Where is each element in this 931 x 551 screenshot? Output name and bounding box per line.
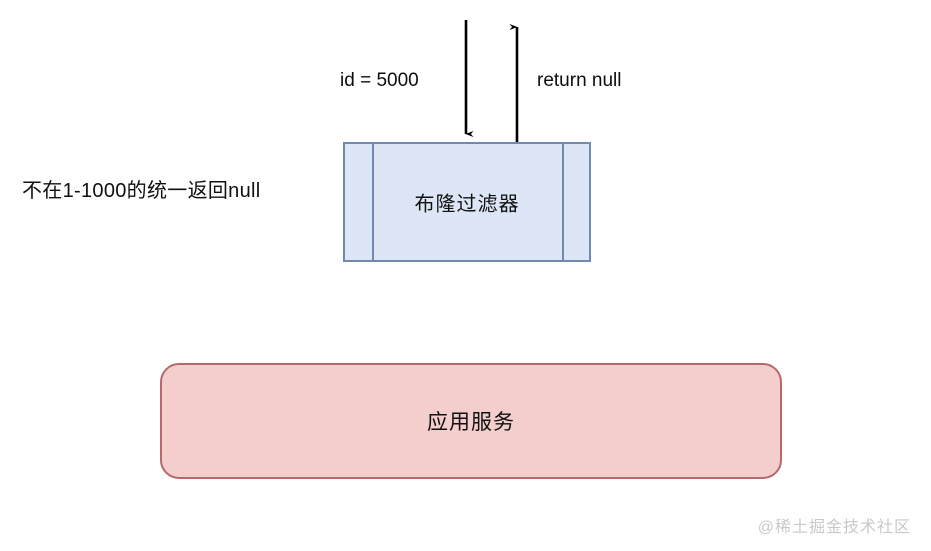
watermark: @稀土掘金技术社区 [757, 519, 911, 536]
request-edge-label: id = 5000 [340, 70, 419, 91]
response-edge-label: return null [537, 70, 622, 91]
bloom-filter-left-divider [372, 144, 374, 260]
node-bloom-filter[interactable]: 布隆过滤器 [343, 142, 591, 262]
node-application-service-label: 应用服务 [427, 411, 515, 434]
side-note-annotation: 不在1-1000的统一返回null [22, 180, 261, 202]
node-bloom-filter-label: 布隆过滤器 [414, 193, 520, 216]
node-application-service[interactable]: 应用服务 [160, 363, 782, 479]
bloom-filter-right-divider [562, 144, 564, 260]
